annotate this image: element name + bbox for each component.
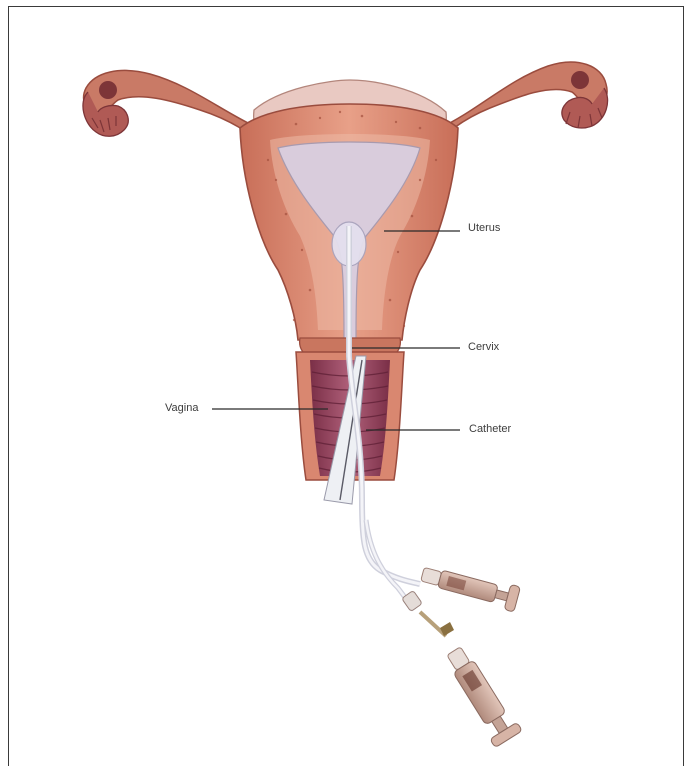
left-fallopian-tube [83,70,258,140]
upper-syringe [419,562,520,612]
lower-syringe [440,643,522,748]
cervix-label: Cervix [468,341,499,353]
vagina-label: Vagina [165,402,198,414]
right-fallopian-tube [440,62,608,140]
catheter-label: Catheter [469,423,511,435]
uterus-label: Uterus [468,222,500,234]
stopcock-valve [402,590,454,636]
